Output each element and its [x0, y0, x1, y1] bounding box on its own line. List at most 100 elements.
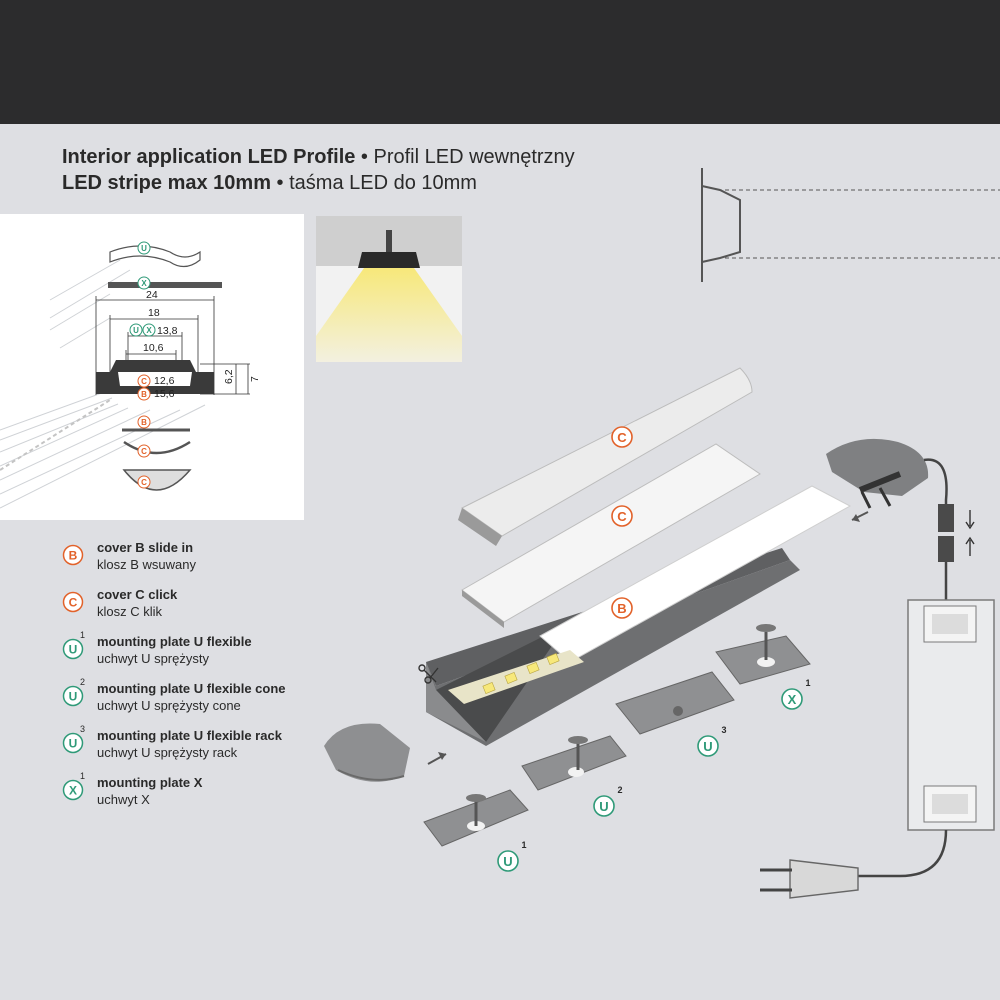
u1-symbol-icon: U	[62, 638, 84, 660]
badge-u3-sup: 3	[721, 725, 726, 735]
mount-screw	[386, 230, 392, 252]
legend-u2-en: mounting plate U flexible cone	[97, 681, 286, 696]
profile-inner	[118, 372, 192, 386]
badge-x1-sup: 1	[805, 678, 810, 688]
legend-item-u2: U 2 mounting plate U flexible cone uchwy…	[62, 677, 362, 728]
legend-x1-letter: X	[69, 784, 77, 798]
connector-part	[938, 504, 975, 600]
recess-detail	[701, 168, 1000, 282]
badge-u2-sup: 2	[617, 785, 622, 795]
legend-u2-letter: U	[69, 690, 78, 704]
badge-u-dim: U	[133, 326, 139, 335]
badge-x1-symbol: X	[788, 692, 797, 707]
dim-13-8: 13,8	[157, 325, 178, 337]
badge-x-top: X	[141, 279, 147, 288]
profile-perspective-lines	[0, 259, 206, 509]
badge-c-round: C	[141, 478, 147, 487]
legend-item-u3: U 3 mounting plate U flexible rack uchwy…	[62, 724, 362, 775]
title-line-1: Interior application LED Profile • Profi…	[62, 146, 575, 169]
title-line-2: LED stripe max 10mm • taśma LED do 10mm	[62, 172, 477, 195]
badge-u1-sup: 1	[521, 840, 526, 850]
legend-u3-sup: 3	[80, 724, 86, 734]
badge-c-dim: C	[141, 377, 147, 386]
top-dark-band	[0, 0, 1000, 124]
title-2-pl: taśma LED do 10mm	[289, 172, 477, 194]
installed-profile-inset	[316, 216, 462, 362]
legend-u1-sup: 1	[80, 630, 86, 640]
title-1-pl: Profil LED wewnętrzny	[373, 146, 575, 168]
dimension-labels: 24 18 13,8 10,6 12,6 15,6 6,2 7	[143, 289, 261, 400]
legend-item-u1: U 1 mounting plate U flexible uchwyt U s…	[62, 630, 362, 681]
bracket-u3-part	[615, 671, 735, 735]
bracket-u1-part	[423, 789, 529, 847]
section-badges: U X U X C B B C C	[129, 241, 156, 489]
bracket-u2-part	[521, 735, 627, 791]
legend-x1-sup: 1	[80, 771, 86, 781]
legend-b-en: cover B slide in	[97, 540, 194, 555]
light-beam	[316, 268, 462, 362]
legend-u3-letter: U	[69, 737, 78, 751]
cross-section-drawing: 24 18 13,8 10,6 12,6 15,6 6,2 7 U X U X …	[0, 241, 261, 509]
badge-b-dim: B	[141, 390, 147, 399]
legend-item-b: B cover B slide in klosz B wsuwany	[62, 540, 362, 587]
badge-u-top: U	[141, 244, 147, 253]
title-2-en: LED stripe max 10mm	[62, 172, 271, 194]
u2-symbol-icon: U	[62, 685, 84, 707]
legend-item-x1: X 1 mounting plate X uchwyt X	[62, 771, 362, 822]
end-cap-right	[826, 438, 948, 530]
legend-u1-en: mounting plate U flexible	[97, 634, 252, 649]
title-1-sep: •	[355, 146, 374, 168]
led-strip-dots	[0, 399, 111, 471]
legend-u2-pl: uchwyt U sprężysty cone	[97, 698, 241, 713]
cover-badges: C C B	[611, 426, 633, 619]
legend-c-letter: C	[69, 596, 78, 610]
badge-u3-symbol: U	[703, 739, 712, 754]
badge-cover-b: B	[617, 601, 626, 616]
end-cap-left	[324, 723, 410, 782]
badge-cover-c-round: C	[617, 430, 627, 445]
title-1-en: Interior application LED Profile	[62, 146, 356, 168]
dim-18: 18	[148, 307, 160, 319]
dim-12-6: 12,6	[154, 375, 175, 387]
arrow-right-cap	[851, 511, 869, 522]
badge-x-dim: X	[146, 326, 152, 335]
legend-x1-pl: uchwyt X	[97, 792, 150, 807]
c-symbol-icon: C	[62, 591, 84, 613]
bracket-badges: U 1 U 2 U 3 X 1	[497, 678, 811, 872]
legend-b-letter: B	[69, 549, 78, 563]
cover-c-flat-part	[461, 443, 761, 628]
title-2-sep: •	[270, 172, 290, 194]
scissors-icon	[418, 664, 439, 684]
cross-section-panel: 24 18 13,8 10,6 12,6 15,6 6,2 7 U X U X …	[0, 214, 304, 520]
x1-symbol-icon: X	[62, 779, 84, 801]
badge-u2-symbol: U	[599, 799, 608, 814]
installed-light-drawing	[316, 216, 462, 362]
dim-7: 7	[249, 376, 261, 382]
legend-item-c: C cover C click klosz C klik	[62, 587, 362, 634]
legend-u2-sup: 2	[80, 677, 86, 687]
arrow-left-cap	[427, 752, 447, 765]
power-cord-part	[760, 829, 948, 899]
dim-10-6: 10,6	[143, 342, 164, 354]
profile-in-ceiling	[358, 252, 420, 268]
x-plate-shape	[108, 282, 222, 288]
led-strip-part	[448, 650, 584, 704]
b-symbol-icon: B	[62, 544, 84, 566]
legend-u3-en: mounting plate U flexible rack	[97, 728, 282, 743]
legend-x1-en: mounting plate X	[97, 775, 203, 790]
legend-u1-letter: U	[69, 643, 78, 657]
dim-15-6: 15,6	[154, 388, 175, 400]
component-legend: B cover B slide in klosz B wsuwany C cov…	[62, 540, 362, 822]
legend-u1-pl: uchwyt U sprężysty	[97, 651, 209, 666]
badge-cover-c-flat: C	[617, 509, 627, 524]
legend-b-pl: klosz B wsuwany	[97, 557, 196, 572]
cover-c-round-part	[458, 367, 753, 546]
legend-u3-pl: uchwyt U sprężysty rack	[97, 745, 238, 760]
u-plate-shape	[109, 245, 201, 268]
dim-6-2: 6,2	[223, 369, 235, 384]
badge-u1-symbol: U	[503, 854, 512, 869]
legend-c-pl: klosz C klik	[97, 604, 163, 619]
dim-24: 24	[146, 289, 158, 301]
c-cover-shape	[123, 440, 191, 455]
